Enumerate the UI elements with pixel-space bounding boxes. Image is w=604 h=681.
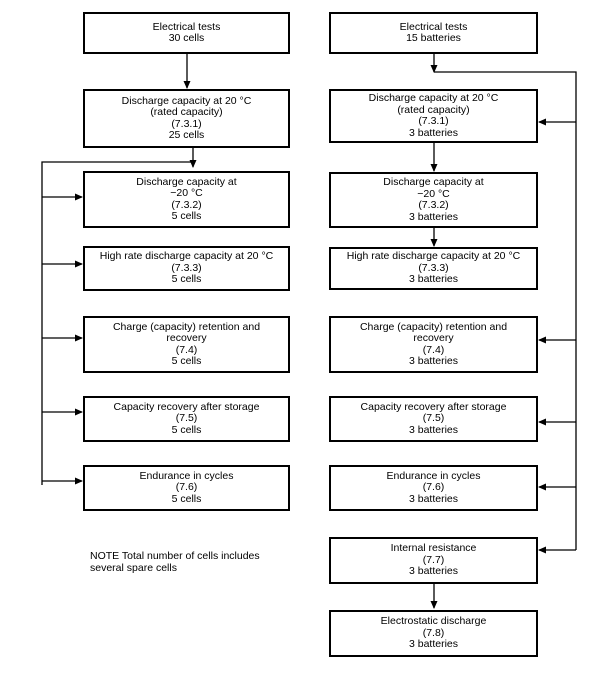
left-box-rated-capacity: Discharge capacity at 20 °C (rated capac… [83,89,290,148]
left-branch-line [41,148,194,485]
right-box-internal-resistance: Internal resistance (7.7) 3 batteries [329,537,538,584]
right-box-capacity-recovery: Capacity recovery after storage (7.5) 3 … [329,396,538,442]
left-box-charge-retention: Charge (capacity) retention and recovery… [83,316,290,373]
left-box-high-rate-capacity: High rate discharge capacity at 20 °C (7… [83,246,290,291]
right-box-electrostatic-discharge: Electrostatic discharge (7.8) 3 batterie… [329,610,538,657]
left-box-low-temp-capacity: Discharge capacity at −20 °C (7.3.2) 5 c… [83,171,290,228]
right-box-electrical-tests: Electrical tests 15 batteries [329,12,538,54]
note-text: NOTE Total number of cells includes seve… [90,550,260,574]
left-box-capacity-recovery: Capacity recovery after storage (7.5) 5 … [83,396,290,442]
right-box-low-temp-capacity: Discharge capacity at −20 °C (7.3.2) 3 b… [329,172,538,228]
right-box-charge-retention: Charge (capacity) retention and recovery… [329,316,538,373]
right-branch-line [434,71,577,550]
right-box-endurance: Endurance in cycles (7.6) 3 batteries [329,465,538,511]
right-box-high-rate-capacity: High rate discharge capacity at 20 °C (7… [329,247,538,290]
left-box-endurance: Endurance in cycles (7.6) 5 cells [83,465,290,511]
left-box-electrical-tests: Electrical tests 30 cells [83,12,290,54]
right-box-rated-capacity: Discharge capacity at 20 °C (rated capac… [329,89,538,143]
